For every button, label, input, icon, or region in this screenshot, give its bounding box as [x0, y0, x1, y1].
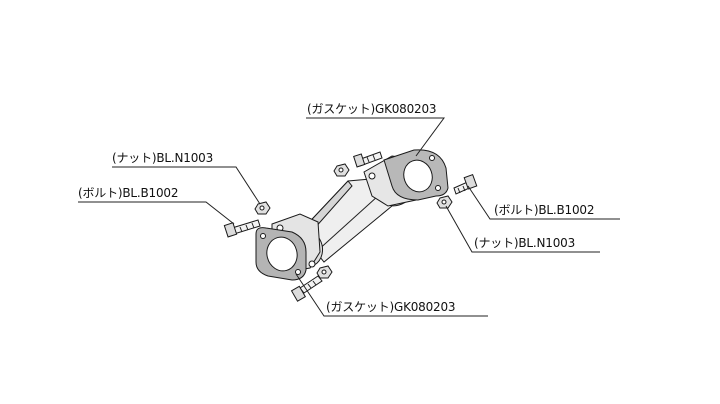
label-gasket-top: (ガスケット)GK080203 — [307, 102, 437, 116]
gasket-right — [383, 149, 449, 201]
gasket-left — [255, 227, 307, 281]
nut-right-lower — [436, 195, 453, 209]
label-bolt-left: (ボルト)BL.B1002 — [78, 186, 179, 200]
bolt-right-lower — [453, 174, 478, 195]
bolt-right-upper — [353, 151, 383, 168]
leader-nut-right — [445, 205, 600, 253]
label-bolt-right: (ボルト)BL.B1002 — [494, 203, 595, 217]
nut-right-upper — [333, 163, 350, 177]
label-nut-right: (ナット)BL.N1003 — [474, 236, 576, 250]
leader-bolt-left — [78, 201, 235, 225]
bolt-left-upper — [223, 219, 261, 238]
leader-gasket-top — [306, 117, 445, 157]
nut-left-lower — [316, 265, 333, 279]
leader-gasket-bottom — [295, 273, 488, 317]
leader-nut-left — [112, 166, 261, 205]
label-nut-left: (ナット)BL.N1003 — [112, 151, 214, 165]
leader-lines — [78, 117, 620, 317]
leader-bolt-right — [467, 185, 620, 220]
nut-left-upper — [254, 201, 271, 215]
label-gasket-bottom: (ガスケット)GK080203 — [326, 300, 456, 314]
